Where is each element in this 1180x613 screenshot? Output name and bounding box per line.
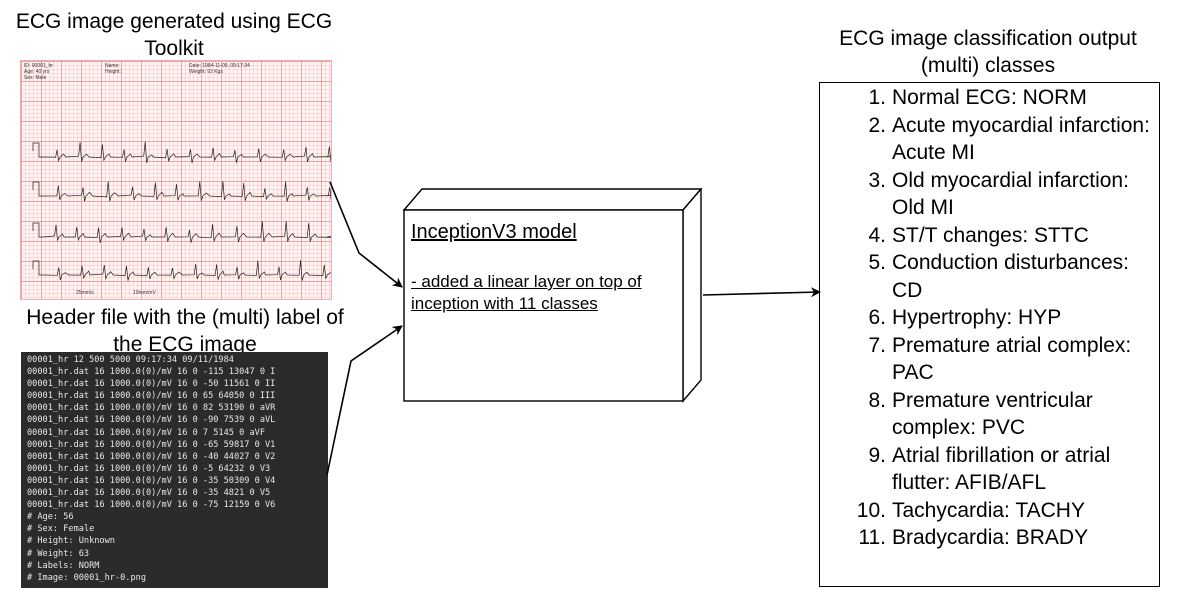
model-title: InceptionV3 model: [411, 221, 577, 243]
output-class-label: Premature ventricular complex: PVC: [892, 388, 1093, 440]
header-file-line: 00001_hr.dat 16 1000.0(0)/mV 16 0 -35 50…: [27, 475, 276, 486]
header-file-line: 00001_hr.dat 16 1000.0(0)/mV 16 0 -90 75…: [27, 415, 276, 426]
header-file: 00001_hr 12 500 5000 09:17:34 09/11/1984…: [21, 352, 328, 588]
ecg-trace-row: [32, 180, 331, 202]
output-classes-box: [819, 82, 1160, 587]
model-box: [403, 188, 703, 403]
output-class-label: Conduction disturbances: CD: [892, 251, 1129, 302]
header-file-line: 00001_hr 12 500 5000 09:17:34 09/11/1984: [27, 355, 234, 365]
output-class-item: 9.Atrial fibrillation or atrial flutter:…: [830, 442, 1160, 497]
output-class-number: 4.: [868, 223, 886, 247]
ecg-trace-row: [32, 221, 331, 243]
header-file-line: 00001_hr.dat 16 1000.0(0)/mV 16 0 -35 48…: [27, 488, 271, 499]
output-class-number: 1.: [868, 86, 886, 109]
header-file-line: # Weight: 63: [27, 548, 90, 559]
header-file-line: 00001_hr.dat 16 1000.0(0)/mV 16 0 -50 11…: [27, 379, 276, 390]
output-class-item: 3.Old myocardial infarction: Old MI: [830, 167, 1160, 222]
output-class-number: 6.: [868, 306, 886, 329]
ecg-meta-speed: 25mm/s: [76, 290, 94, 296]
header-file-line: # Labels: NORM: [27, 560, 100, 571]
ecg-meta-id: ID: 00001_hr: [24, 63, 53, 69]
header-file-line: # Height: Unknown: [27, 536, 115, 547]
arrow-model-to-output: [702, 287, 821, 298]
output-class-label: Tachycardia: TACHY: [892, 498, 1085, 522]
output-class-label: Old myocardial infarction: Old MI: [892, 168, 1129, 220]
output-class-number: 2.: [868, 113, 886, 137]
model-detail: - added a linear layer on top of incepti…: [411, 272, 642, 313]
output-caption: ECG image classification output (multi) …: [839, 27, 1137, 77]
header-file-line: 00001_hr.dat 16 1000.0(0)/mV 16 0 -40 44…: [27, 451, 276, 462]
output-class-label: Premature atrial complex: PAC: [892, 333, 1132, 385]
output-class-label: Normal ECG: NORM: [892, 86, 1087, 109]
header-file-line: 00001_hr.dat 16 1000.0(0)/mV 16 0 -5 642…: [27, 463, 271, 474]
output-class-number: 11.: [858, 526, 886, 549]
ecg-meta-age: Age: 40 yrs: [24, 69, 50, 75]
header-file-line: 00001_hr.dat 16 1000.0(0)/mV 16 0 65 640…: [27, 391, 276, 402]
arrow-header-to-model: [326, 325, 403, 476]
output-class-number: 9.: [868, 443, 886, 467]
header-file-line: 00001_hr.dat 16 1000.0(0)/mV 16 0 -75 12…: [27, 500, 276, 511]
header-file-caption: Header file with the (multi) label of th…: [26, 306, 344, 356]
ecg-meta-gain: 10mm/mV: [133, 290, 156, 296]
header-file-line: 00001_hr.dat 16 1000.0(0)/mV 16 0 7 5145…: [27, 427, 265, 438]
output-class-number: 5.: [868, 251, 886, 274]
output-class-item: 4.ST/T changes: STTC: [830, 222, 1160, 250]
output-class-number: 7.: [868, 333, 886, 357]
header-file-line: # Image: 00001_hr-0.png: [27, 572, 146, 583]
ecg-trace-row: [32, 141, 331, 164]
output-class-item: 7.Premature atrial complex: PAC: [830, 332, 1160, 387]
ecg-meta-date: Date: 1984-11-09, 09:17:34: [189, 63, 250, 69]
output-class-item: 2.Acute myocardial infarction: Acute MI: [830, 112, 1160, 167]
header-file-line: # Sex: Female: [27, 524, 95, 535]
arrow-ecg-to-model: [329, 181, 403, 288]
ecg-image: ID: 00001_hr Age: 40 yrs Sex: Male Name:…: [20, 60, 332, 300]
header-file-line: 00001_hr.dat 16 1000.0(0)/mV 16 0 -65 59…: [27, 439, 276, 450]
output-class-list: 1. Normal ECG: NORM 2.Acute myocardial inf…: [830, 84, 1160, 552]
output-class-label: Bradycardia: BRADY: [892, 526, 1089, 549]
ecg-meta-weight: Weight: 93 Kgs: [189, 69, 223, 75]
output-class-item: 10.Tachycardia: TACHY: [830, 497, 1160, 525]
ecg-meta-sex: Sex: Male: [24, 75, 47, 81]
output-class-label: Acute myocardial infarction: Acute MI: [892, 113, 1150, 165]
ecg-meta-name: Name:: [105, 63, 120, 69]
ecg-traces: [32, 141, 331, 281]
output-class-label: Atrial fibrillation or atrial flutter: A…: [892, 443, 1111, 495]
header-file-line: # Age: 56: [27, 512, 74, 523]
ecg-meta-height: Height:: [105, 69, 121, 75]
ecg-image-caption: ECG image generated using ECG Toolkit: [15, 10, 333, 60]
output-class-item: 1. Normal ECG: NORM: [830, 84, 1160, 112]
output-class-number: 8.: [868, 388, 886, 412]
output-class-item: 5. Conduction disturbances: CD: [830, 249, 1160, 304]
header-file-line: 00001_hr.dat 16 1000.0(0)/mV 16 0 -115 1…: [27, 367, 276, 378]
header-file-line: 00001_hr.dat 16 1000.0(0)/mV 16 0 82 531…: [27, 403, 276, 414]
model-box-3d: [403, 188, 703, 403]
ecg-trace-row: [32, 260, 331, 281]
output-class-number: 3.: [868, 168, 886, 192]
output-class-item: 6. Hypertrophy: HYP: [830, 304, 1160, 332]
output-class-label: Hypertrophy: HYP: [892, 306, 1062, 329]
output-class-number: 10.: [856, 498, 886, 522]
output-class-label: ST/T changes: STTC: [892, 223, 1089, 247]
output-class-item: 8.Premature ventricular complex: PVC: [830, 387, 1160, 442]
output-class-item: 11. Bradycardia: BRADY: [830, 524, 1160, 552]
